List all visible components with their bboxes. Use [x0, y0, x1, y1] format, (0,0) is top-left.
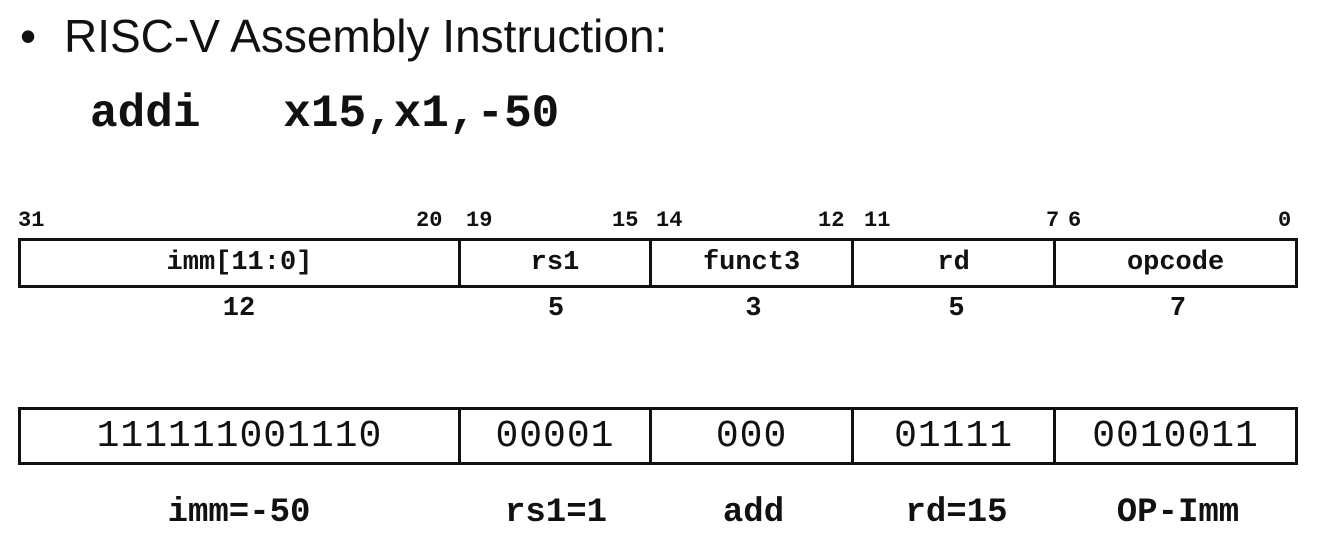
bits-rd: 01111 — [854, 410, 1057, 462]
field-name-rd: rd — [854, 241, 1057, 285]
field-name-opcode: opcode — [1126, 248, 1225, 278]
meaning-opcode: OP-Imm — [1116, 494, 1240, 532]
meaning-funct3: add — [722, 494, 785, 532]
bit-label-0: 0 — [1278, 208, 1292, 233]
field-name-rs1: rs1 — [461, 241, 653, 285]
binary-encoding-row: 111111001110 00001 000 01111 0010011 — [18, 407, 1298, 465]
field-widths-row: 12 5 3 5 7 — [18, 294, 1298, 324]
field-width-opcode: 7 — [1169, 294, 1187, 324]
field-width-rs1: 5 — [547, 294, 565, 324]
bit-label-31: 31 — [18, 208, 45, 233]
meaning-imm: imm=-50 — [167, 494, 311, 532]
bits-rs1: 00001 — [461, 410, 653, 462]
bullet-icon: • — [20, 10, 37, 62]
bit-label-19: 19 — [466, 208, 493, 233]
field-meanings-row: imm=-50 rs1=1 add rd=15 OP-Imm — [18, 494, 1298, 532]
bits-funct3: 000 — [652, 410, 855, 462]
bit-label-11: 11 — [864, 208, 891, 233]
bits-imm: 111111001110 — [21, 410, 461, 462]
heading-text: RISC-V Assembly Instruction: — [64, 10, 668, 62]
meaning-rs1: rs1=1 — [504, 494, 608, 532]
field-width-funct3: 3 — [745, 294, 762, 324]
bit-label-6: 6 — [1068, 208, 1082, 233]
heading-line: • RISC-V Assembly Instruction: — [20, 6, 667, 66]
bit-label-7: 7 — [1046, 208, 1060, 233]
field-width-rd: 5 — [948, 294, 965, 324]
bit-label-12: 12 — [818, 208, 845, 233]
assembly-instruction: addi x15,x1,-50 — [90, 88, 560, 140]
bit-label-14: 14 — [656, 208, 683, 233]
bit-label-15: 15 — [612, 208, 639, 233]
field-name-imm: imm[11:0] — [21, 241, 461, 285]
field-format-row: imm[11:0] rs1 funct3 rd opcode — [18, 238, 1298, 288]
field-name-funct3: funct3 — [652, 241, 855, 285]
bits-opcode: 0010011 — [1092, 414, 1259, 458]
meaning-rd: rd=15 — [905, 494, 1008, 532]
bit-label-20: 20 — [416, 208, 443, 233]
field-width-imm: 12 — [222, 294, 256, 324]
